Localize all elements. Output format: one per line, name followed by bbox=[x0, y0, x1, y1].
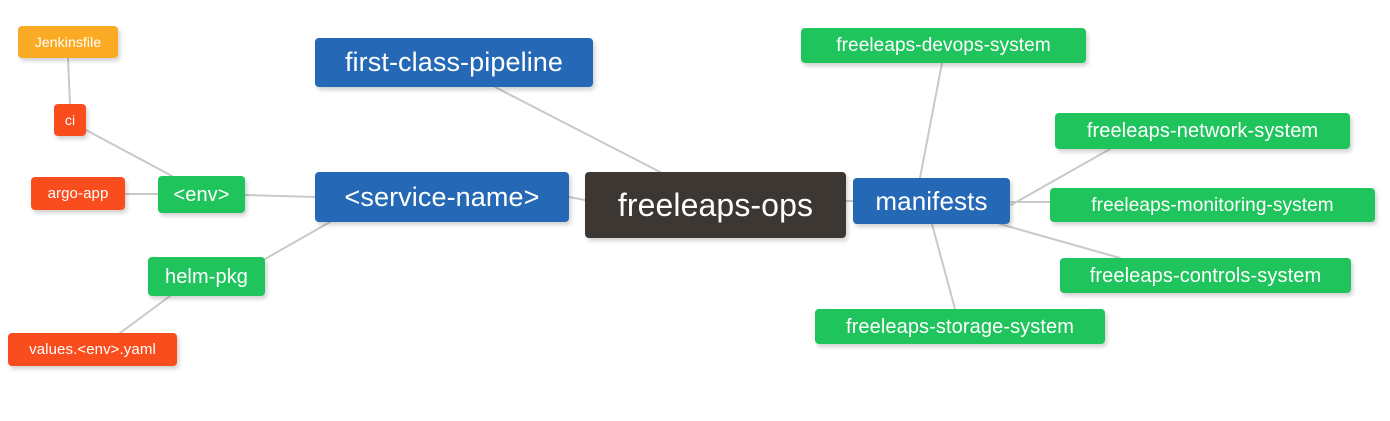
node-helm-pkg[interactable]: helm-pkg bbox=[148, 257, 265, 296]
node-label-freeleaps-controls-system: freeleaps-controls-system bbox=[1089, 264, 1322, 287]
node-label-ci: ci bbox=[64, 112, 76, 128]
node-freeleaps-network-system[interactable]: freeleaps-network-system bbox=[1055, 113, 1350, 149]
edge-manifests-to-freeleaps-controls-system bbox=[999, 223, 1121, 259]
node-freeleaps-monitoring-system[interactable]: freeleaps-monitoring-system bbox=[1050, 188, 1375, 222]
node-freeleaps-devops-system[interactable]: freeleaps-devops-system bbox=[801, 28, 1086, 63]
node-argo-app[interactable]: argo-app bbox=[31, 177, 125, 210]
node-ci[interactable]: ci bbox=[54, 104, 86, 136]
edge-service-name-to-helm-pkg bbox=[264, 221, 331, 260]
node-first-class-pipeline[interactable]: first-class-pipeline bbox=[315, 38, 593, 87]
edge-first-class-pipeline-to-freeleaps-ops bbox=[494, 86, 661, 173]
edge-env-to-service-name bbox=[244, 194, 316, 198]
node-label-freeleaps-storage-system: freeleaps-storage-system bbox=[845, 315, 1075, 338]
node-label-values-env-yaml: values.<env>.yaml bbox=[29, 341, 156, 358]
node-label-freeleaps-ops: freeleaps-ops bbox=[617, 187, 814, 223]
node-label-first-class-pipeline: first-class-pipeline bbox=[344, 47, 564, 77]
node-freeleaps-storage-system[interactable]: freeleaps-storage-system bbox=[815, 309, 1105, 344]
edge-service-name-to-freeleaps-ops bbox=[568, 196, 586, 201]
node-service-name[interactable]: <service-name> bbox=[315, 172, 569, 222]
node-label-service-name: <service-name> bbox=[344, 181, 540, 212]
node-label-freeleaps-devops-system: freeleaps-devops-system bbox=[836, 35, 1051, 56]
edge-manifests-to-freeleaps-storage-system bbox=[931, 223, 956, 310]
node-manifests[interactable]: manifests bbox=[853, 178, 1010, 224]
edge-helm-pkg-to-values-env-yaml bbox=[119, 295, 171, 334]
node-values-env-yaml[interactable]: values.<env>.yaml bbox=[8, 333, 177, 366]
node-label-freeleaps-monitoring-system: freeleaps-monitoring-system bbox=[1091, 194, 1334, 216]
node-env[interactable]: <env> bbox=[158, 176, 245, 213]
edge-ci-to-env bbox=[85, 129, 173, 177]
node-label-freeleaps-network-system: freeleaps-network-system bbox=[1086, 120, 1319, 142]
node-label-jenkinsfile: Jenkinsfile bbox=[34, 34, 102, 50]
node-freeleaps-controls-system[interactable]: freeleaps-controls-system bbox=[1060, 258, 1351, 293]
edge-jenkinsfile-to-ci bbox=[67, 57, 71, 105]
node-label-helm-pkg: helm-pkg bbox=[164, 265, 249, 288]
node-jenkinsfile[interactable]: Jenkinsfile bbox=[18, 26, 118, 58]
edge-manifests-to-freeleaps-devops-system bbox=[919, 62, 943, 179]
node-label-env: <env> bbox=[173, 183, 230, 206]
node-label-argo-app: argo-app bbox=[47, 185, 109, 202]
node-label-manifests: manifests bbox=[875, 186, 988, 216]
node-freeleaps-ops[interactable]: freeleaps-ops bbox=[585, 172, 846, 238]
